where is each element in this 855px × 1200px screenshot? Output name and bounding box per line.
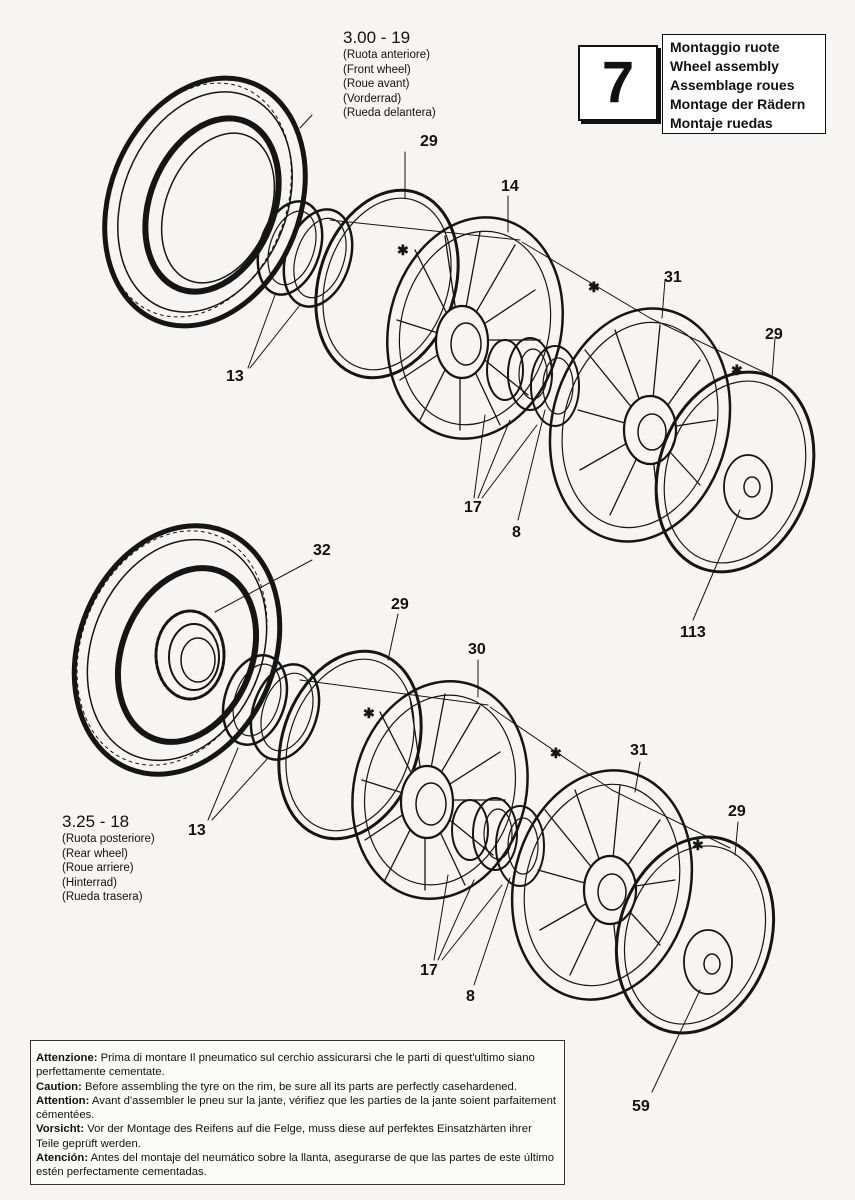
- front-wheel-label-it: (Ruota anteriore): [343, 49, 430, 61]
- note-english-lead: Caution:: [36, 1080, 82, 1093]
- front-tyre-size: 3.00 - 19: [343, 28, 411, 47]
- callout-part-29-rear-cover: 29: [728, 803, 746, 820]
- callout-part-8-front: 8: [512, 524, 521, 541]
- rear-wheel-label: 3.25 - 18 (Ruota posteriore) (Rear wheel…: [62, 812, 155, 905]
- rear-sprocket: [154, 609, 226, 701]
- front-wheel-rim: [386, 216, 564, 440]
- callout-part-17-front: 17: [464, 499, 482, 516]
- rear-tube-rings: [221, 654, 321, 761]
- rear-assembly-lines: [299, 679, 731, 849]
- note-spanish: Atención: Antes del montaje del neumátic…: [36, 1151, 558, 1180]
- step-number: 7: [601, 50, 635, 115]
- rear-tyre: [71, 523, 283, 777]
- front-wheel-label: 3.00 - 19 (Ruota anteriore) (Front wheel…: [343, 28, 436, 121]
- rear-rim-band: [277, 649, 423, 841]
- note-french-text: Avant d'assembler le pneu sur la jante, …: [36, 1094, 556, 1122]
- callout-part-29-front-band: 29: [420, 133, 438, 150]
- note-german-lead: Vorsicht:: [36, 1123, 85, 1136]
- step-title-box: Montaggio ruote Wheel assembly Assemblag…: [662, 34, 826, 134]
- rear-hub-spacers: [451, 797, 545, 887]
- front-wheel-label-es: (Rueda delantera): [343, 107, 436, 119]
- rear-wheel-label-en: (Rear wheel): [62, 847, 128, 860]
- rear-wheel-label-de: (Hinterrad): [62, 876, 117, 889]
- callout-part-30: 30: [468, 641, 486, 658]
- callout-part-17-rear: 17: [420, 962, 438, 979]
- note-italian: Attenzione: Prima di montare Il pneumati…: [36, 1051, 558, 1080]
- callout-part-59: 59: [632, 1098, 650, 1115]
- callout-part-32: 32: [313, 542, 331, 559]
- svg-text:✱: ✱: [363, 705, 375, 721]
- svg-text:✱: ✱: [397, 242, 409, 258]
- title-english: Wheel assembly: [670, 58, 779, 74]
- note-french: Attention: Avant d'assembler le pneu sur…: [36, 1094, 558, 1123]
- front-wheel-label-de: (Vorderrad): [343, 92, 402, 105]
- front-wheel-label-fr: (Roue avant): [343, 78, 410, 90]
- front-wheel-label-en: (Front wheel): [343, 63, 411, 76]
- svg-text:✱: ✱: [588, 279, 600, 295]
- rear-tyre-size: 3.25 - 18: [62, 812, 130, 831]
- assembly-markers: ✱ ✱ ✱ ✱ ✱ ✱: [363, 242, 743, 853]
- callout-part-8-rear: 8: [466, 988, 475, 1005]
- rear-leader-lines: [207, 559, 739, 1093]
- note-italian-text: Prima di montare Il pneumatico sul cerch…: [36, 1052, 535, 1079]
- note-french-lead: Attention:: [36, 1094, 90, 1107]
- note-spanish-lead: Atención:: [36, 1152, 89, 1165]
- note-german: Vorsicht: Vor der Montage des Reifens au…: [36, 1122, 558, 1151]
- callout-part-31-front: 31: [664, 269, 682, 286]
- note-german-text: Vor der Montage des Reifens auf die Felg…: [36, 1123, 532, 1150]
- title-spanish: Montaje ruedas: [670, 115, 773, 131]
- svg-text:✱: ✱: [550, 745, 562, 761]
- front-assembly-lines: [329, 219, 771, 376]
- svg-text:✱: ✱: [692, 837, 704, 853]
- note-italian-lead: Attenzione:: [36, 1052, 98, 1064]
- svg-text:✱: ✱: [731, 362, 743, 378]
- note-english-text: Before assembling the tyre on the rim, b…: [81, 1080, 517, 1093]
- rear-wheel-rim: [351, 680, 529, 900]
- front-tube-rings: [256, 200, 354, 308]
- callout-part-13-rear: 13: [188, 822, 206, 839]
- front-rim-cover: [654, 370, 816, 574]
- callout-part-29-front-cover: 29: [765, 326, 783, 343]
- title-italian: Montaggio ruote: [670, 39, 780, 55]
- callout-part-113: 113: [680, 624, 706, 641]
- step-number-box: 7: [578, 45, 658, 121]
- title-french: Assemblage roues: [670, 77, 795, 93]
- title-german: Montage der Rädern: [670, 96, 806, 112]
- callout-part-31-rear: 31: [630, 742, 648, 759]
- front-leader-lines: [247, 114, 776, 621]
- note-spanish-text: Antes del montaje del neumático sobre la…: [36, 1152, 555, 1179]
- callout-part-14: 14: [501, 178, 519, 195]
- front-rim-band: [314, 188, 460, 380]
- callout-part-29-rear-band: 29: [391, 596, 409, 613]
- note-english: Caution: Before assembling the tyre on t…: [36, 1080, 558, 1094]
- rear-wheel-label-it: (Ruota posteriore): [62, 833, 155, 845]
- rear-wheel-label-fr: (Roue arriere): [62, 862, 134, 874]
- rear-wheel-label-es: (Rueda trasera): [62, 891, 143, 903]
- rear-rim-cover: [614, 835, 776, 1035]
- callout-part-13-front: 13: [226, 368, 244, 385]
- assembly-notes: Attenzione: Prima di montare Il pneumati…: [30, 1040, 565, 1185]
